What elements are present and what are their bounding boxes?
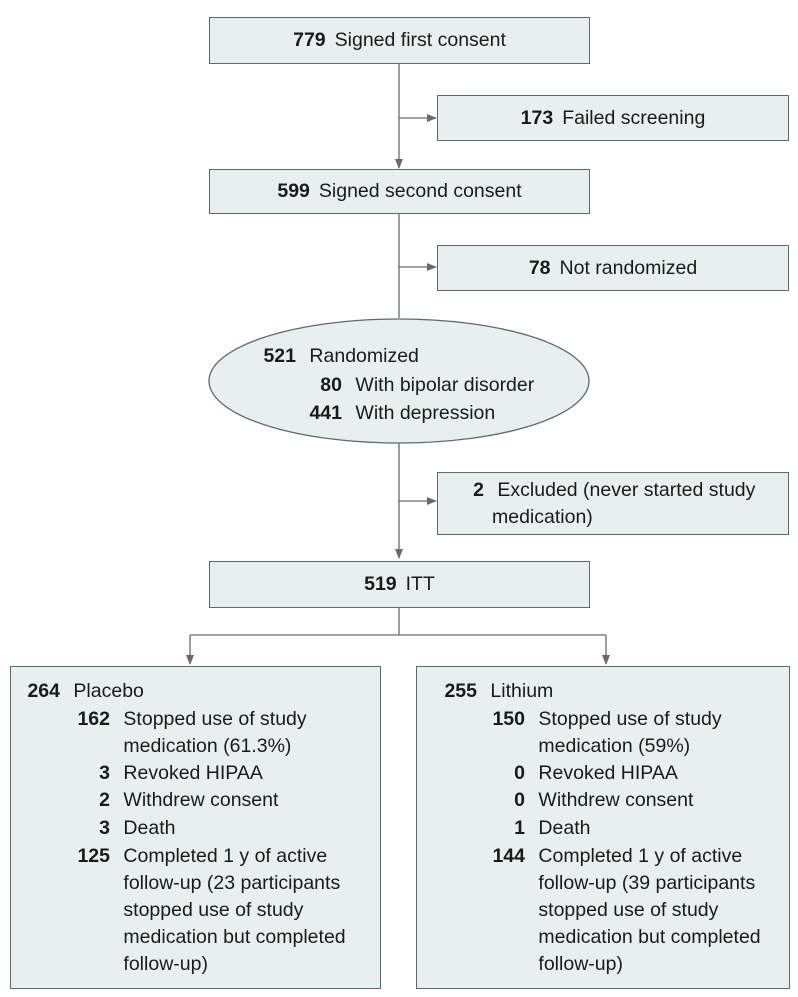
- box-second-consent: 599 Signed second consent: [209, 169, 590, 214]
- list-item: 0 Revoked HIPAA: [477, 760, 678, 787]
- count: 150: [492, 708, 525, 730]
- count: 441: [309, 402, 342, 424]
- count: 0: [514, 789, 525, 811]
- list-item: 150 Stopped use of study medication (59%…: [477, 706, 722, 760]
- list-item: 144 Completed 1 y of active follow-up (3…: [477, 843, 761, 978]
- count: 173: [520, 107, 554, 129]
- list-item: 125 Completed 1 y of active follow-up (2…: [62, 843, 346, 978]
- label-line: Withdrew consent: [123, 789, 279, 811]
- box-first-consent: 779 Signed first consent: [209, 17, 590, 64]
- arm-header: 264 Placebo: [22, 678, 144, 705]
- label-line: follow-up): [538, 953, 623, 975]
- label-line: stopped use of study: [538, 899, 719, 921]
- label: With bipolar disorder: [355, 374, 535, 396]
- list-item: 3 Revoked HIPAA: [62, 760, 263, 787]
- label: Randomized: [309, 345, 419, 367]
- count: 3: [99, 762, 110, 784]
- label-line: Withdrew consent: [538, 789, 694, 811]
- label: Failed screening: [562, 107, 706, 129]
- label: Not randomized: [559, 257, 698, 279]
- count: 255: [444, 680, 477, 702]
- label-line: Death: [538, 817, 591, 839]
- label-line: Stopped use of study: [538, 708, 722, 730]
- label: ITT: [405, 573, 435, 595]
- count: 599: [277, 180, 310, 202]
- box-failed-screening: 173 Failed screening: [437, 95, 789, 141]
- box-excluded: 2 Excluded (never started study medicati…: [437, 472, 789, 535]
- randomized-row: 521 Randomized: [258, 343, 419, 370]
- label-line: follow-up): [123, 953, 208, 975]
- label: Lithium: [490, 680, 554, 702]
- list-item: 1 Death: [477, 815, 590, 842]
- label-line: Death: [123, 817, 176, 839]
- label-line: Revoked HIPAA: [538, 762, 678, 784]
- label-line: medication (61.3%): [123, 735, 292, 757]
- label-continued: medication): [492, 506, 593, 528]
- count: 1: [514, 817, 525, 839]
- count: 80: [320, 374, 342, 396]
- label-line: stopped use of study: [123, 899, 304, 921]
- count: 144: [492, 845, 525, 867]
- label: Signed first consent: [334, 29, 506, 51]
- label-line: Completed 1 y of active: [123, 845, 328, 867]
- count: 125: [77, 845, 110, 867]
- randomized-sub-row: 441 With depression: [296, 400, 495, 427]
- label-line: medication but completed: [538, 926, 761, 948]
- randomized-sub-row: 80 With bipolar disorder: [296, 372, 534, 399]
- label-line: Revoked HIPAA: [123, 762, 263, 784]
- list-item: 0 Withdrew consent: [477, 787, 693, 814]
- arm-header: 255 Lithium: [439, 678, 553, 705]
- count: 162: [77, 708, 110, 730]
- count: 779: [293, 29, 326, 51]
- count: 0: [514, 762, 525, 784]
- box-itt: 519 ITT: [209, 561, 590, 608]
- count: 2: [99, 789, 110, 811]
- label: Excluded (never started study: [497, 479, 756, 501]
- count: 2: [473, 479, 484, 501]
- count: 521: [263, 345, 296, 367]
- count: 264: [27, 680, 60, 702]
- count: 519: [364, 573, 397, 595]
- count: 78: [528, 257, 551, 279]
- label-line: medication (59%): [538, 735, 691, 757]
- count: 3: [99, 817, 110, 839]
- box-lithium: 255 Lithium 150 Stopped use of study med…: [416, 666, 790, 989]
- box-not-randomized: 78 Not randomized: [437, 245, 789, 291]
- label-line: Stopped use of study: [123, 708, 307, 730]
- label-line: follow-up (39 participants: [538, 872, 756, 894]
- label: With depression: [355, 402, 496, 424]
- list-item: 3 Death: [62, 815, 175, 842]
- box-placebo: 264 Placebo 162 Stopped use of study med…: [10, 666, 381, 989]
- randomized-ellipse: [208, 318, 590, 444]
- label-line: follow-up (23 participants: [123, 872, 341, 894]
- list-item: 162 Stopped use of study medication (61.…: [62, 706, 307, 760]
- list-item: 2 Withdrew consent: [62, 787, 278, 814]
- label-line: medication but completed: [123, 926, 346, 948]
- label: Placebo: [73, 680, 144, 702]
- label-line: Completed 1 y of active: [538, 845, 743, 867]
- label: Signed second consent: [318, 180, 522, 202]
